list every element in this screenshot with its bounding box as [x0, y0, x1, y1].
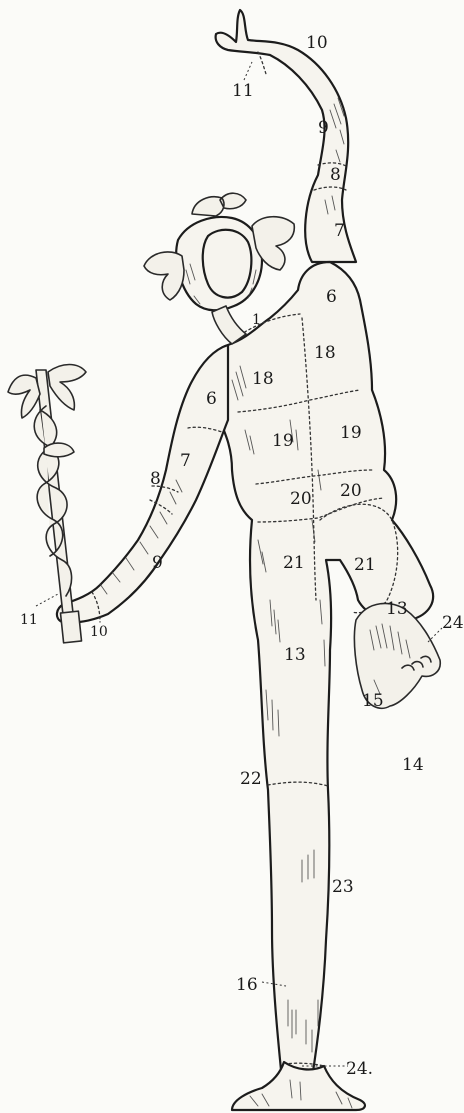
label-13-right-thigh: 13 [386, 599, 408, 619]
label-23: 23 [332, 877, 354, 897]
label-24-foot: 24 [442, 613, 464, 633]
face-oval [203, 230, 252, 298]
label-10-right-hand: 10 [306, 33, 328, 53]
label-8-right-arm: 8 [330, 165, 341, 185]
foot-outline [232, 1062, 365, 1110]
label-11-left-hand: 11 [20, 612, 38, 628]
label-20-right: 20 [340, 481, 362, 501]
leader-11-left [36, 594, 58, 606]
label-9-left-forearm: 9 [152, 553, 163, 573]
label-7-right-arm: 7 [334, 221, 345, 241]
label-21-left: 21 [283, 553, 305, 573]
caduceus-snakes [34, 406, 71, 596]
label-22: 22 [240, 769, 262, 789]
cap-wing-left [144, 252, 184, 300]
label-18-left: 18 [252, 369, 274, 389]
label-14: 14 [402, 755, 424, 775]
left-arm [57, 345, 228, 623]
caduceus-wing-left [8, 375, 40, 418]
label-6-right-shoulder: 6 [326, 287, 337, 307]
label-18-right: 18 [314, 343, 336, 363]
label-10-left-hand: 10 [90, 624, 108, 640]
label-8-left-arm: 8 [150, 469, 161, 489]
left-arm-outline [57, 345, 228, 623]
caduceus-grip [60, 611, 81, 643]
caduceus-snake-head [44, 443, 74, 457]
leader-11-right [244, 62, 252, 80]
label-24-ankle: 24. [346, 1059, 373, 1079]
raised-arm-divider-wrist [258, 52, 266, 74]
cap-wing-top [192, 193, 246, 216]
label-6-left-arm: 6 [206, 389, 217, 409]
label-16: 16 [236, 975, 258, 995]
label-7-left-arm: 7 [180, 451, 191, 471]
neck [212, 306, 246, 344]
label-19-left: 19 [272, 431, 294, 451]
label-9-right-forearm: 9 [318, 118, 329, 138]
caduceus-wing-right [48, 365, 86, 411]
label-13-left-thigh: 13 [284, 645, 306, 665]
label-21-right: 21 [354, 555, 376, 575]
label-15: 15 [362, 691, 384, 711]
label-20-left: 20 [290, 489, 312, 509]
label-11-right-hand: 11 [232, 81, 254, 101]
label-1-neck: 1 [252, 312, 261, 328]
label-19-right: 19 [340, 423, 362, 443]
